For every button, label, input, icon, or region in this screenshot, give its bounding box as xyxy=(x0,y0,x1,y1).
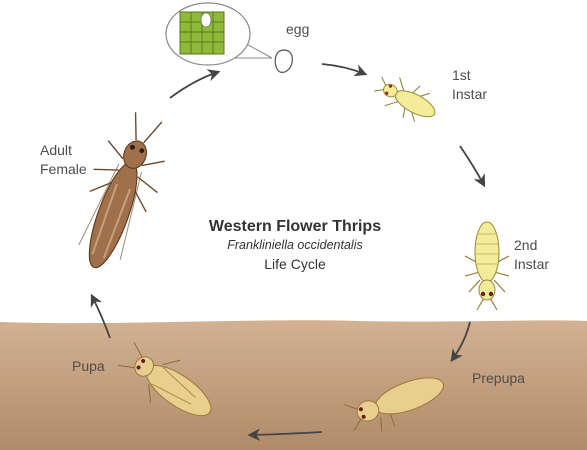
cycle-arrows xyxy=(90,63,486,442)
second-instar-illustration xyxy=(464,221,510,311)
arrow-pupa-to-adult xyxy=(90,293,111,339)
egg-stage-illustration xyxy=(274,49,293,73)
label-first-instar: 1st Instar xyxy=(452,67,488,102)
label-pupa: Pupa xyxy=(72,358,105,374)
diagram-title: Western Flower Thrips xyxy=(208,218,382,235)
diagram-subtitle: Life Cycle xyxy=(264,256,326,272)
arrow-adult-to-egg xyxy=(169,69,221,99)
arrow-first-to-second-instar xyxy=(459,145,486,188)
label-egg: egg xyxy=(286,21,310,37)
pupa-illustration xyxy=(118,342,212,417)
label-prepupa: Prepupa xyxy=(472,370,525,386)
leaf-tissue-callout xyxy=(165,2,273,66)
adult-female-illustration xyxy=(78,112,165,269)
prepupa-illustration xyxy=(344,377,444,432)
label-adult-female: Adult Female xyxy=(40,142,87,177)
label-second-instar: 2nd Instar xyxy=(514,237,550,272)
first-instar-illustration xyxy=(374,76,436,122)
arrow-prepupa-to-pupa xyxy=(247,428,323,442)
arrow-egg-to-first-instar xyxy=(321,63,368,77)
arrow-second-instar-to-prepupa xyxy=(450,321,471,363)
title-block: Western Flower Thrips Frankliniella occi… xyxy=(190,216,400,274)
species-name: Frankliniella occidentalis xyxy=(227,238,363,252)
